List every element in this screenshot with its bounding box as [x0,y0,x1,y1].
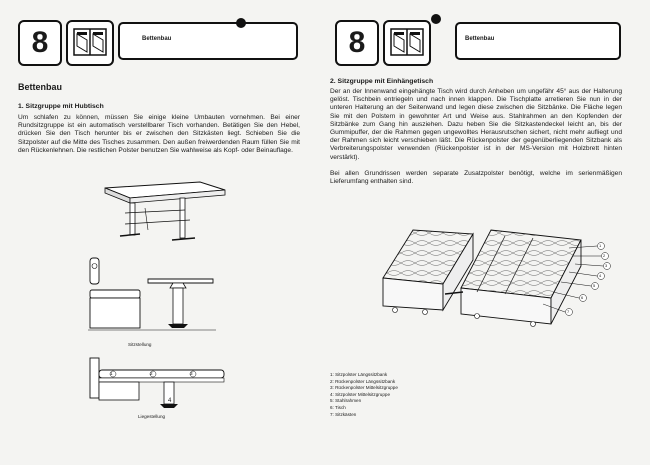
liege-callout-1: 1 [110,371,113,376]
callout-6: 6 [581,295,584,300]
hole-punch-dot [431,14,441,24]
bed-layout-diagram [382,229,611,327]
legend-item: 4: Sitzpolster Mittelsitzgruppe [330,391,390,397]
legend-list: 1: Sitzpolster Längssitzbank 2: Rückenpo… [330,372,398,418]
section1-title: 1. Sitzgruppe mit Hubtisch [18,103,104,110]
section2-body: Der an der Innenwand eingehängte Tisch w… [330,88,622,161]
caption-liegestellung: Liegestellung [138,414,166,419]
lying-position-diagram [89,357,225,408]
liege-callout-2: 2 [150,371,153,376]
callout-2: 2 [603,253,606,258]
callout-4: 4 [599,273,602,278]
section2-note: Bei allen Grundrissen werden separate Zu… [330,170,622,186]
hole-punch-dot [236,18,246,28]
liege-callout-4: 4 [168,398,172,404]
chapter-number-right: 8 [335,20,379,66]
callout-5: 5 [593,283,596,288]
table-illustration [104,181,226,241]
legend-item: 1: Sitzpolster Längssitzbank [330,372,388,377]
header-title-right: Bettenbau [465,36,495,42]
header-title-box: Bettenbau [118,18,298,60]
legend-item: 2: Rückenpolster Längssitzbank [330,378,396,384]
legend-item: 6: Tisch [330,404,346,410]
chapter-number: 8 [18,20,62,66]
legend-item: 7: Sitzkästen [330,411,357,417]
page-heading: Bettenbau [18,82,63,92]
liege-callout-3: 3 [190,371,193,376]
section1-body: Um schlafen zu können, müssen Sie einige… [18,114,300,154]
legend-item: 3: Rückenpolster Mittelsitzgruppe [330,385,398,391]
header-title-box-right: Bettenbau [455,22,621,60]
header-title: Bettenbau [142,36,172,42]
callout-3: 3 [605,263,608,268]
callout-1: 1 [599,243,602,248]
section2-title: 2. Sitzgruppe mit Einhängetisch [330,78,434,85]
caption-sitzstellung: Sitzstellung [128,342,152,347]
right-page: 8 Bettenbau 2. Sitzgruppe mit Einhängeti… [325,0,650,465]
seating-position-diagram [88,257,216,331]
bed-icon [383,20,431,66]
legend-item: 5: Stahlrahmen [330,398,362,404]
callout-7: 7 [567,309,570,314]
left-page: 8 Bettenbau Bettenbau 1. Sitzgruppe mit … [18,18,300,419]
bed-icon [66,20,114,66]
